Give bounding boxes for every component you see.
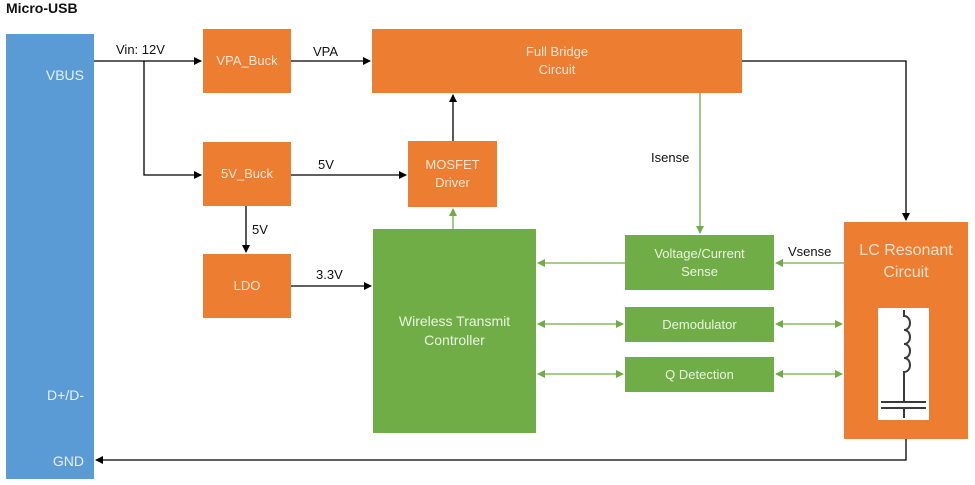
label-5v-ldo: 5V [252, 222, 268, 237]
label-vpa: VPA [313, 44, 338, 59]
label-isense: Isense [651, 150, 689, 165]
wire-bridge-lc [742, 61, 906, 220]
label-vin: Vin: 12V [116, 42, 165, 57]
label-5v-driver: 5V [318, 157, 334, 172]
label-vsense: Vsense [788, 244, 831, 259]
wire-gnd [96, 439, 906, 460]
wire-vin-5v [144, 61, 201, 175]
label-3v3: 3.3V [316, 267, 343, 282]
